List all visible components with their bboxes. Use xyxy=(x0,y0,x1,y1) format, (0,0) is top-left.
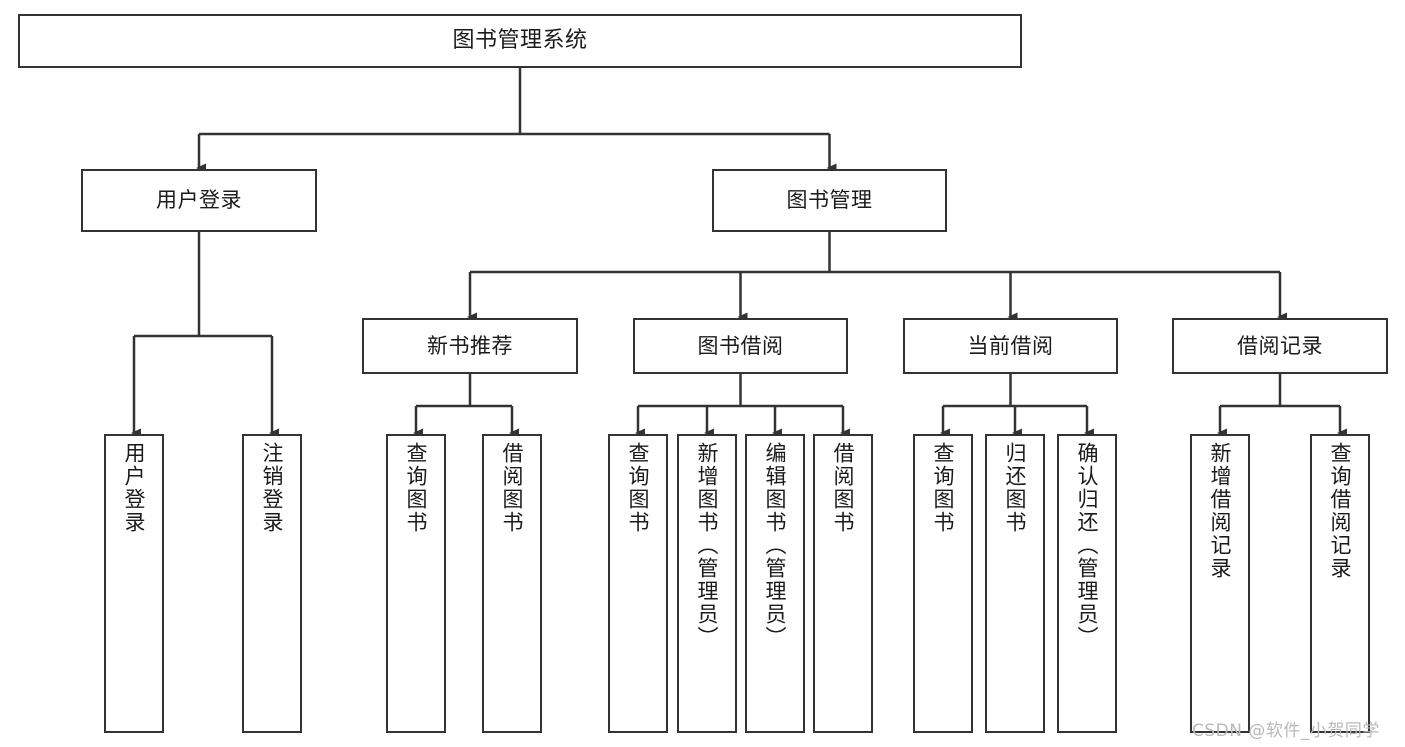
node-leaf-query-book-1[interactable]: 查询图书 xyxy=(386,434,446,733)
node-leaf-add-record[interactable]: 新增借阅记录 xyxy=(1190,434,1250,733)
node-label: 查询图书 xyxy=(626,442,651,534)
node-label: 图书管理 xyxy=(786,188,873,213)
node-leaf-query-book-3[interactable]: 查询图书 xyxy=(913,434,973,733)
node-label: 注销登录 xyxy=(260,442,285,534)
node-current-borrow[interactable]: 当前借阅 xyxy=(903,318,1118,374)
node-label: 借阅记录 xyxy=(1237,333,1323,358)
connector-lines xyxy=(131,68,1347,438)
node-leaf-query-book-2[interactable]: 查询图书 xyxy=(608,434,668,733)
node-book-manage[interactable]: 图书管理 xyxy=(712,169,947,232)
node-leaf-return-book[interactable]: 归还图书 xyxy=(985,434,1045,733)
node-label: 查询借阅记录 xyxy=(1328,442,1353,580)
node-leaf-borrow-book-2[interactable]: 借阅图书 xyxy=(813,434,873,733)
node-borrow-record[interactable]: 借阅记录 xyxy=(1172,318,1388,374)
node-label: 编辑图书（管理员） xyxy=(763,442,788,649)
node-label: 新增借阅记录 xyxy=(1208,442,1233,580)
node-label: 归还图书 xyxy=(1003,442,1028,534)
node-label: 查询图书 xyxy=(404,442,429,534)
node-label: 图书管理系统 xyxy=(452,28,588,54)
node-leaf-logout[interactable]: 注销登录 xyxy=(242,434,302,733)
node-label: 用户登录 xyxy=(122,442,147,534)
node-new-book-recommend[interactable]: 新书推荐 xyxy=(362,318,578,374)
node-leaf-add-book[interactable]: 新增图书（管理员） xyxy=(677,434,737,733)
node-leaf-edit-book[interactable]: 编辑图书（管理员） xyxy=(745,434,805,733)
node-label: 用户登录 xyxy=(156,188,242,213)
node-leaf-user-login[interactable]: 用户登录 xyxy=(104,434,164,733)
node-leaf-query-record[interactable]: 查询借阅记录 xyxy=(1310,434,1370,733)
node-label: 借阅图书 xyxy=(831,442,856,534)
node-label: 图书借阅 xyxy=(697,333,784,358)
node-leaf-borrow-book-1[interactable]: 借阅图书 xyxy=(482,434,542,733)
node-label: 查询图书 xyxy=(931,442,956,534)
node-user-login[interactable]: 用户登录 xyxy=(81,169,317,232)
node-leaf-confirm-return[interactable]: 确认归还（管理员） xyxy=(1057,434,1117,733)
node-label: 当前借阅 xyxy=(967,333,1054,358)
node-label: 确认归还（管理员） xyxy=(1075,442,1100,649)
node-label: 借阅图书 xyxy=(500,442,525,534)
node-label: 新增图书（管理员） xyxy=(695,442,720,649)
node-root[interactable]: 图书管理系统 xyxy=(18,14,1022,68)
node-book-borrow[interactable]: 图书借阅 xyxy=(633,318,848,374)
node-label: 新书推荐 xyxy=(427,333,513,358)
